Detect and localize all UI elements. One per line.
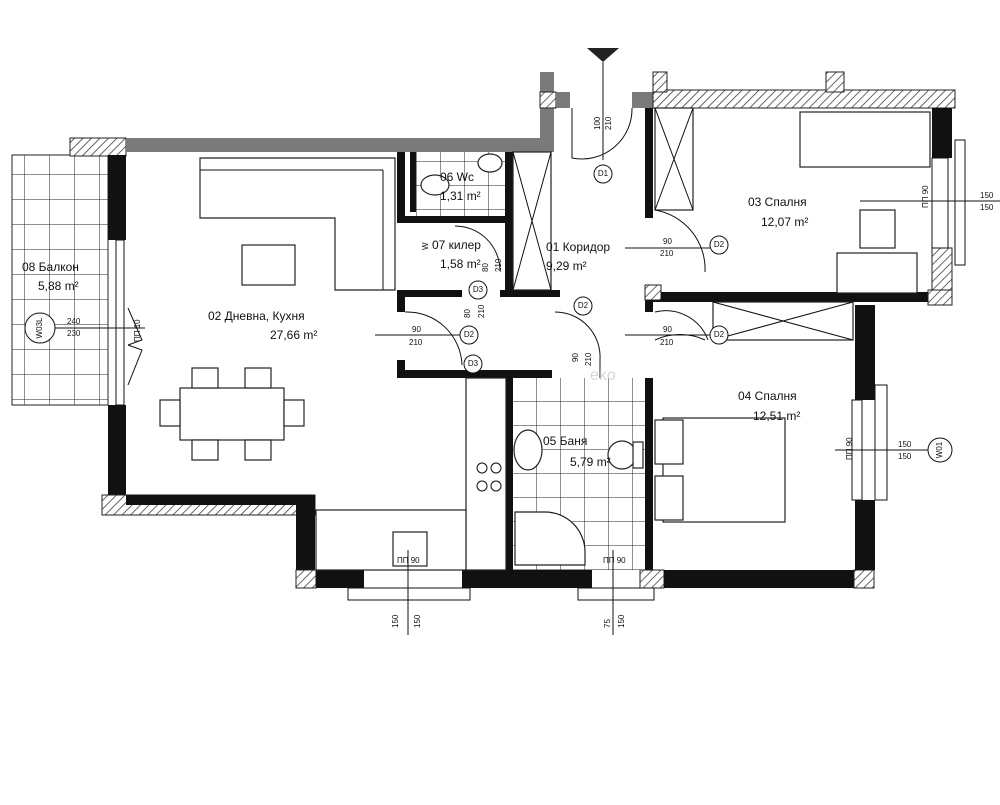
svg-text:04 Спалня: 04 Спалня [738,389,797,403]
svg-text:W: W [421,242,430,250]
svg-text:W01: W01 [935,441,944,458]
svg-text:5,88 m²: 5,88 m² [38,279,79,293]
svg-text:210: 210 [409,338,423,347]
door-tag-d3: D3 [463,354,483,374]
svg-text:210: 210 [660,338,674,347]
door-tag-d2: D2 [709,325,729,345]
svg-text:07 килер: 07 килер [432,238,481,252]
room-label-living-kitchen: 02 Дневна, Кухня 27,66 m² [208,309,317,342]
svg-text:01 Коридор: 01 Коридор [546,240,610,254]
door-tag-d2: D2 [709,235,729,255]
room-label-bathroom: 05 Баня 5,79 m² [543,434,611,469]
room-label-bedroom-03: 03 Спалня 12,07 m² [748,195,808,229]
svg-text:90: 90 [571,353,580,362]
windows [115,139,966,601]
svg-text:150: 150 [898,452,912,461]
svg-text:150: 150 [391,614,400,628]
window-tag-w01: W01 [927,437,953,463]
door-tag-d2: D2 [459,325,479,345]
svg-text:D3: D3 [468,359,479,368]
svg-text:1,58 m²: 1,58 m² [440,257,481,271]
svg-text:D2: D2 [578,301,589,310]
svg-text:D2: D2 [464,330,475,339]
svg-text:06 Wc: 06 Wc [440,170,474,184]
svg-text:90: 90 [412,325,421,334]
entrance-arrow-icon [587,48,619,62]
room-label-storage: 07 килер 1,58 m² [432,238,481,271]
door-swings [127,107,709,386]
svg-text:150: 150 [980,203,994,212]
svg-text:27,66 m²: 27,66 m² [270,328,317,342]
svg-text:90: 90 [663,325,672,334]
svg-text:75: 75 [603,619,612,628]
room-label-bedroom-04: 04 Спалня 12,51 m² [738,389,800,423]
svg-text:150: 150 [617,614,626,628]
window-tag-w03l: W03L [24,312,56,344]
svg-text:230: 230 [67,329,81,338]
svg-text:9,29 m²: 9,29 m² [546,259,587,273]
svg-text:80: 80 [481,263,490,272]
svg-text:210: 210 [494,258,503,272]
svg-text:02 Дневна, Кухня: 02 Дневна, Кухня [208,309,305,323]
svg-text:W03L: W03L [35,317,44,338]
svg-text:D1: D1 [598,169,609,178]
svg-text:ПП 90: ПП 90 [397,556,420,565]
svg-text:D2: D2 [714,240,725,249]
svg-text:ПП 10: ПП 10 [133,319,142,342]
dimension-lines [55,200,1000,635]
svg-text:150: 150 [980,191,994,200]
svg-text:150: 150 [898,440,912,449]
svg-text:12,07 m²: 12,07 m² [761,215,808,229]
svg-text:240: 240 [67,317,81,326]
balcony [11,137,127,406]
svg-text:210: 210 [660,249,674,258]
door-tag-d1: D1 [593,164,613,184]
svg-text:D2: D2 [714,330,725,339]
furniture [159,107,931,571]
svg-text:100: 100 [593,116,602,130]
svg-text:ПП 90: ПП 90 [845,437,854,460]
svg-text:90: 90 [663,237,672,246]
svg-text:80: 80 [463,309,472,318]
svg-text:210: 210 [477,304,486,318]
room-label-balcony: 08 Балкон 5,88 m² [22,260,79,293]
svg-text:05 Баня: 05 Баня [543,434,587,448]
svg-text:210: 210 [584,352,593,366]
svg-text:D3: D3 [473,285,484,294]
door-tag-d3: D3 [468,280,488,300]
door-tag-d2: D2 [573,296,593,316]
svg-text:1,31 m²: 1,31 m² [440,189,481,203]
svg-text:150: 150 [413,614,422,628]
svg-text:03 Спалня: 03 Спалня [748,195,807,209]
walls [101,71,956,589]
svg-text:5,79 m²: 5,79 m² [570,455,611,469]
svg-text:12,51 m²: 12,51 m² [753,409,800,423]
room-label-wc: 06 Wc 1,31 m² [440,170,481,203]
svg-text:ПП 90: ПП 90 [921,185,930,208]
svg-text:08 Балкон: 08 Балкон [22,260,79,274]
room-label-corridor: 01 Коридор 9,29 m² [546,240,610,273]
svg-text:210: 210 [604,116,613,130]
svg-text:ПП 90: ПП 90 [603,556,626,565]
watermark: eko [590,367,616,384]
